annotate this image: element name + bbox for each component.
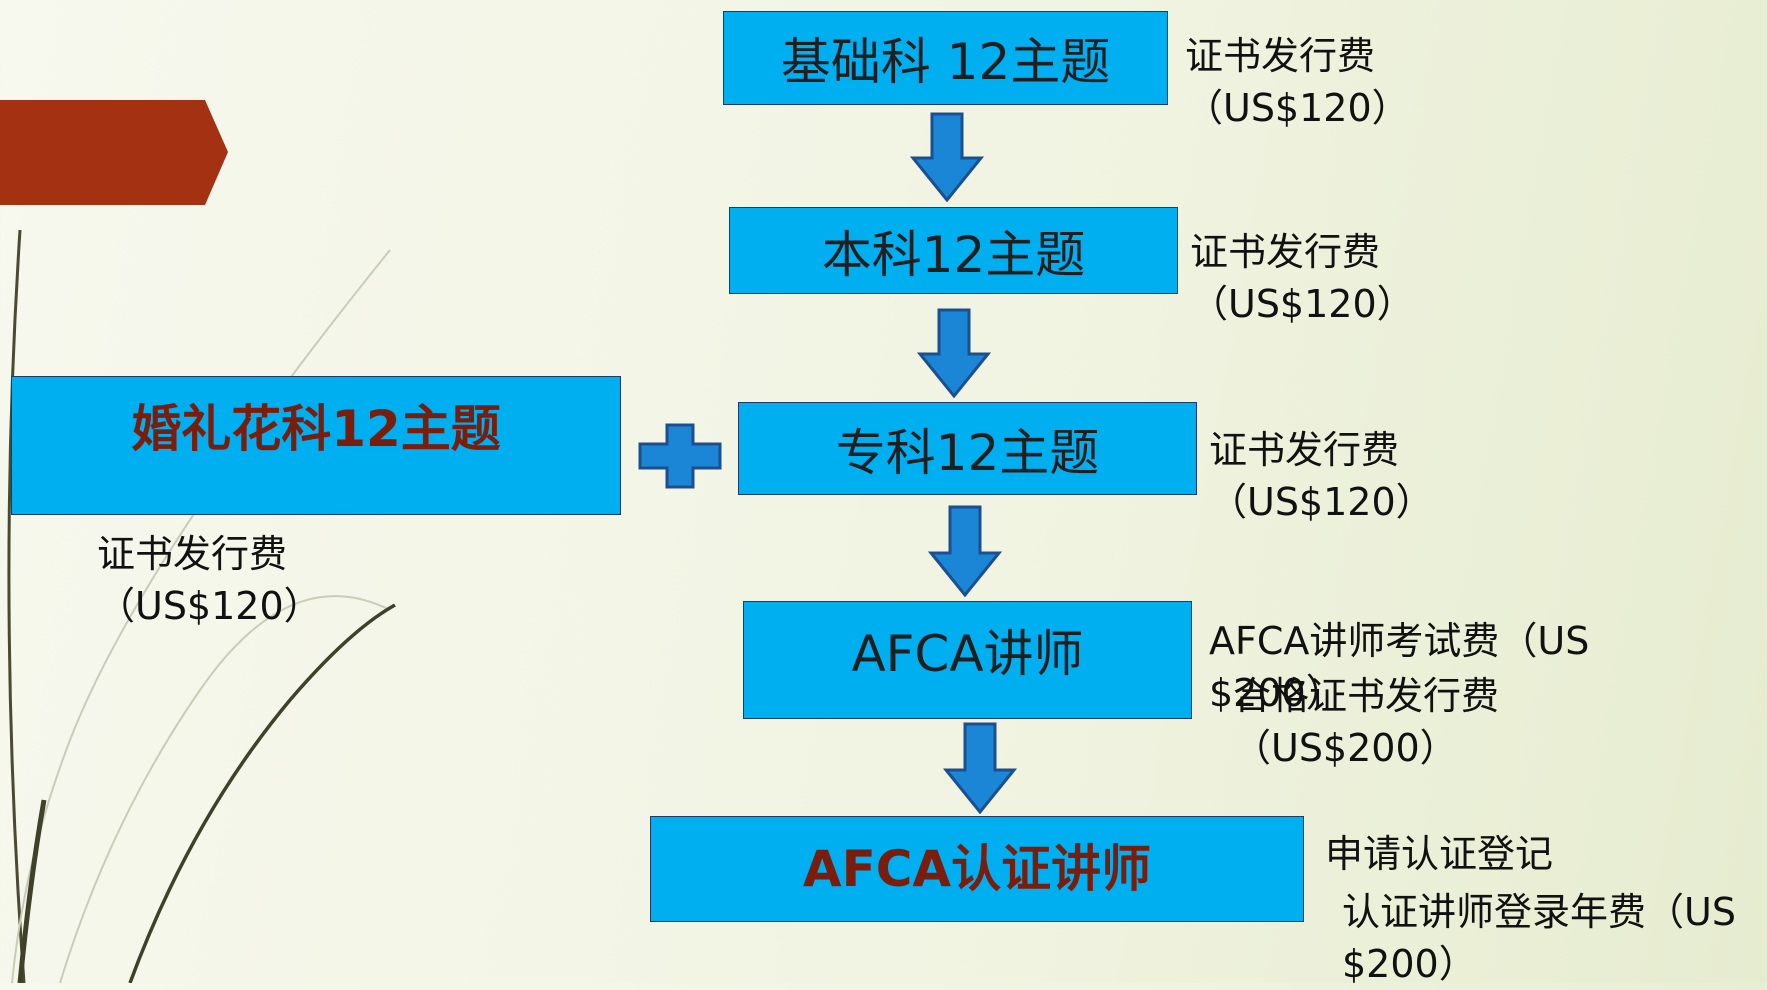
down-arrow-icon <box>943 722 1017 814</box>
step-box-undergraduate[interactable]: 本科12主题 <box>729 207 1178 294</box>
note-certification-registration: 申请认证登记 <box>1325 828 1553 880</box>
fee-note-undergraduate: 证书发行费 （US$120） <box>1190 226 1415 330</box>
down-arrow-icon <box>917 308 991 398</box>
down-arrow-icon <box>910 112 984 202</box>
fee-note-line: $200） <box>1209 671 1344 715</box>
fee-note-line: （US$200） <box>1233 726 1458 770</box>
fee-note-line: 证书发行费 <box>1185 34 1376 78</box>
fee-note-line: 证书发行费 <box>1190 230 1381 274</box>
step-box-specialist[interactable]: 专科12主题 <box>738 402 1197 495</box>
fee-note-annual-registration: 认证讲师登录年费（US $200） <box>1342 886 1736 990</box>
down-arrow-icon <box>928 505 1002 597</box>
fee-note-line: 证书发行费 <box>1209 428 1400 472</box>
step-label-specialist: 专科12主题 <box>835 423 1100 482</box>
fee-note-line: （US$120） <box>1209 480 1434 524</box>
fee-note-afca-certificate: 合格证书发行费 （US$200） <box>1233 670 1499 774</box>
grass-stroke <box>59 595 391 983</box>
step-box-foundation[interactable]: 基础科 12主题 <box>723 11 1168 105</box>
side-box-wedding-flower[interactable]: 婚礼花科12主题 <box>11 376 621 515</box>
fee-note-line: 认证讲师登录年费（US <box>1342 890 1736 934</box>
fee-note-line: AFCA讲师考试费（US <box>1209 619 1590 663</box>
step-box-afca-lecturer[interactable]: AFCA讲师 <box>743 601 1192 719</box>
step-label-certified-lecturer: AFCA认证讲师 <box>802 840 1152 898</box>
fee-note-line: 申请认证登记 <box>1325 832 1554 876</box>
fee-note-line: 合格证书发行费 <box>1233 674 1500 718</box>
side-label-wedding-flower: 婚礼花科12主题 <box>131 400 501 458</box>
step-label-afca-lecturer: AFCA讲师 <box>851 625 1084 683</box>
grass-stroke <box>128 603 396 983</box>
plus-icon <box>638 423 722 489</box>
step-label-foundation: 基础科 12主题 <box>780 33 1111 91</box>
fee-note-line: （US$120） <box>1190 282 1415 326</box>
grass-stroke <box>7 229 26 983</box>
step-box-certified-lecturer[interactable]: AFCA认证讲师 <box>650 816 1304 922</box>
fee-note-foundation: 证书发行费 （US$120） <box>1185 30 1410 134</box>
fee-note-line: 证书发行费 <box>97 532 288 576</box>
accent-tab-shape <box>0 100 228 205</box>
fee-note-specialist: 证书发行费 （US$120） <box>1209 424 1434 528</box>
step-label-undergraduate: 本科12主题 <box>821 225 1086 284</box>
fee-note-afca-lecturer: AFCA讲师考试费（US $200） <box>1209 615 1589 719</box>
fee-note-line: （US$120） <box>97 584 322 628</box>
fee-note-line: $200） <box>1342 942 1477 986</box>
fee-note-line: （US$120） <box>1185 86 1410 130</box>
grass-stroke <box>17 799 47 983</box>
fee-note-wedding-flower: 证书发行费 （US$120） <box>97 528 322 632</box>
